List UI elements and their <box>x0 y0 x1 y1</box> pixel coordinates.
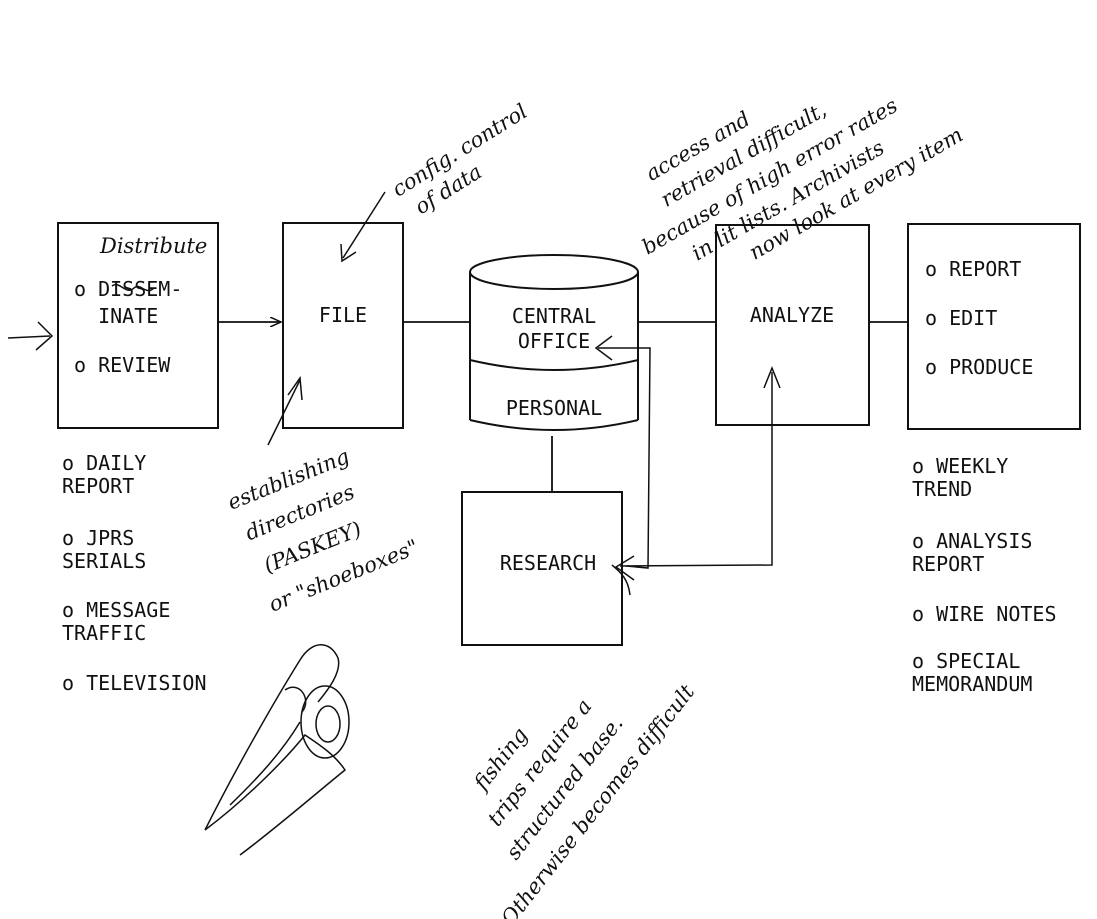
config-pointer-line <box>342 191 386 259</box>
output-edit: o EDIT <box>925 306 997 330</box>
database-top-ellipse <box>469 254 639 290</box>
output-report: o REPORT <box>925 257 1021 281</box>
input-sources-list: o DAILY REPORT o JPRS SERIALS o MESSAGE … <box>62 451 207 695</box>
product-analysis-report-line2: REPORT <box>912 552 984 576</box>
analyze-feedback-loop <box>619 372 773 567</box>
input-message-traffic-line2: TRAFFIC <box>62 621 146 645</box>
product-special-memorandum-line2: MEMORANDUM <box>912 672 1032 696</box>
product-weekly-trend-line2: TREND <box>912 477 972 501</box>
hand-sketch-arm <box>204 644 340 831</box>
input-daily-report-line2: REPORT <box>62 474 134 498</box>
research-to-office-loop <box>598 347 651 569</box>
personal-label: PERSONAL <box>506 396 602 420</box>
file-box <box>282 222 404 429</box>
central-database <box>469 254 639 431</box>
analyze-label: ANALYZE <box>750 303 834 327</box>
intake-disseminate-line2: INATE <box>74 304 158 328</box>
database-divider <box>469 359 639 371</box>
output-produce: o PRODUCE <box>925 355 1033 379</box>
file-label: FILE <box>319 303 367 327</box>
hand-sketch <box>204 644 350 856</box>
config-pointer-head <box>340 243 357 263</box>
hand-sketch-finger <box>284 686 307 713</box>
intake-disseminate-line1: o DISSEM- <box>74 277 182 301</box>
database-bottom <box>469 419 639 431</box>
input-daily-report-line1: o DAILY <box>62 451 146 475</box>
hand-sketch-oval <box>300 685 350 759</box>
office-loop-arrowhead <box>594 335 613 361</box>
annotation-directories: establishing directories (PASKEY) or "sh… <box>224 444 422 617</box>
analyze-box <box>715 224 870 426</box>
input-jprs-serials-line1: o JPRS <box>62 526 134 550</box>
research-box <box>461 491 623 646</box>
incoming-arrow <box>7 335 51 339</box>
input-jprs-serials-line2: SERIALS <box>62 549 146 573</box>
output-products-list: o WEEKLY TREND o ANALYSIS REPORT o WIRE … <box>912 454 1057 696</box>
annotation-config-control: config. control of data <box>388 99 532 219</box>
analyze-loop-arrowhead-up <box>763 365 781 389</box>
research-loop-arrowhead <box>614 555 635 581</box>
scribble-mark <box>111 283 155 292</box>
product-analysis-report-line1: o ANALYSIS <box>912 529 1032 553</box>
central-office-line2: OFFICE <box>518 329 590 353</box>
product-weekly-trend-line1: o WEEKLY <box>912 454 1008 478</box>
directories-pointer-head <box>287 375 303 401</box>
input-message-traffic-line1: o MESSAGE <box>62 598 170 622</box>
research-label: RESEARCH <box>500 551 596 575</box>
annotation-fishing-trips: fishing trips require a structured base.… <box>468 680 700 919</box>
intake-review: o REVIEW <box>74 353 171 377</box>
annotation-distribute: Distribute <box>99 234 207 258</box>
output-box <box>907 223 1081 430</box>
hand-sketch-body <box>204 733 347 856</box>
annotation-access-retrieval: access and retrieval difficult, because … <box>638 93 967 265</box>
product-special-memorandum-line1: o SPECIAL <box>912 649 1020 673</box>
annotation-fishing-line4: Otherwise becomes difficult <box>497 680 700 919</box>
hand-sketch-inner-oval <box>315 705 341 743</box>
incoming-arrowhead <box>35 321 54 351</box>
directories-pointer-line <box>267 379 301 446</box>
input-television: o TELEVISION <box>62 671 207 695</box>
central-office-line1: CENTRAL <box>512 304 596 328</box>
intake-box <box>57 222 219 429</box>
product-wire-notes: o WIRE NOTES <box>912 602 1057 626</box>
research-loop-curl <box>611 564 631 596</box>
hand-sketch-stroke <box>229 721 301 806</box>
